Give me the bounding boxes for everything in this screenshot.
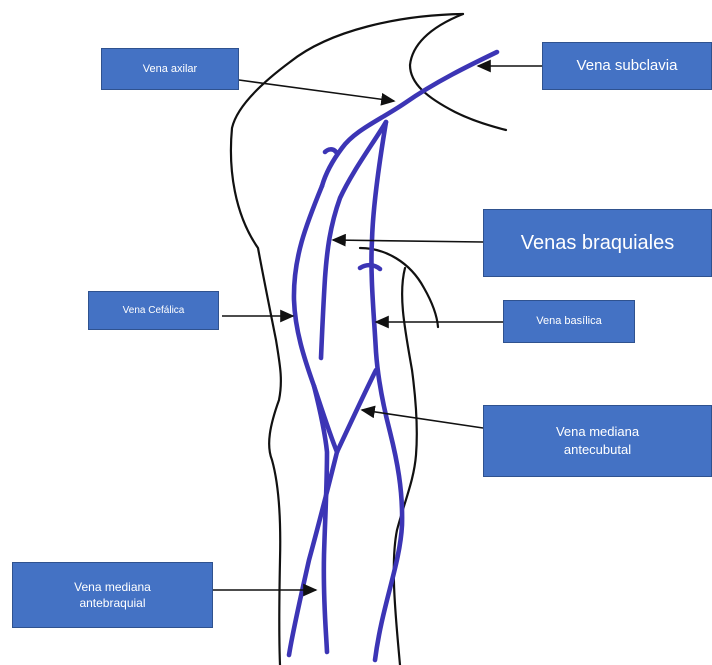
arrow-braquiales — [333, 240, 483, 242]
median-antebrachial-vein — [289, 452, 337, 655]
label-vena-mediana-antecubutal: Vena mediana antecubutal — [483, 405, 712, 477]
label-vena-mediana-antebraquial: Vena mediana antebraquial — [12, 562, 213, 628]
arrow-antecubutal — [362, 410, 483, 428]
label-venas-braquiales-text: Venas braquiales — [521, 230, 674, 257]
label-antebraquial-line2: antebraquial — [74, 595, 151, 611]
label-vena-subclavia-text: Vena subclavia — [577, 56, 678, 76]
label-antebraquial-line1: Vena mediana — [74, 579, 151, 595]
label-vena-axilar-text: Vena axilar — [143, 62, 197, 77]
label-vena-axilar: Vena axilar — [101, 48, 239, 90]
branch-tick-upper — [325, 149, 336, 152]
shoulder-outline — [231, 14, 463, 665]
label-vena-basilica: Vena basílica — [503, 300, 635, 343]
label-antecubutal-line2: antecubutal — [556, 441, 639, 459]
label-vena-cefalica: Vena Cefálica — [88, 291, 219, 330]
veins — [289, 52, 497, 660]
pointer-arrows — [213, 66, 542, 590]
arrow-axilar — [239, 80, 394, 101]
basilic-vein — [371, 122, 402, 660]
label-vena-subclavia: Vena subclavia — [542, 42, 712, 90]
arm-outline — [231, 14, 506, 665]
cephalic-vein — [294, 186, 327, 652]
label-venas-braquiales: Venas braquiales — [483, 209, 712, 277]
label-vena-basilica-text: Vena basílica — [536, 314, 601, 329]
label-antecubutal-line1: Vena mediana — [556, 423, 639, 441]
label-vena-cefalica-text: Vena Cefálica — [123, 304, 185, 318]
